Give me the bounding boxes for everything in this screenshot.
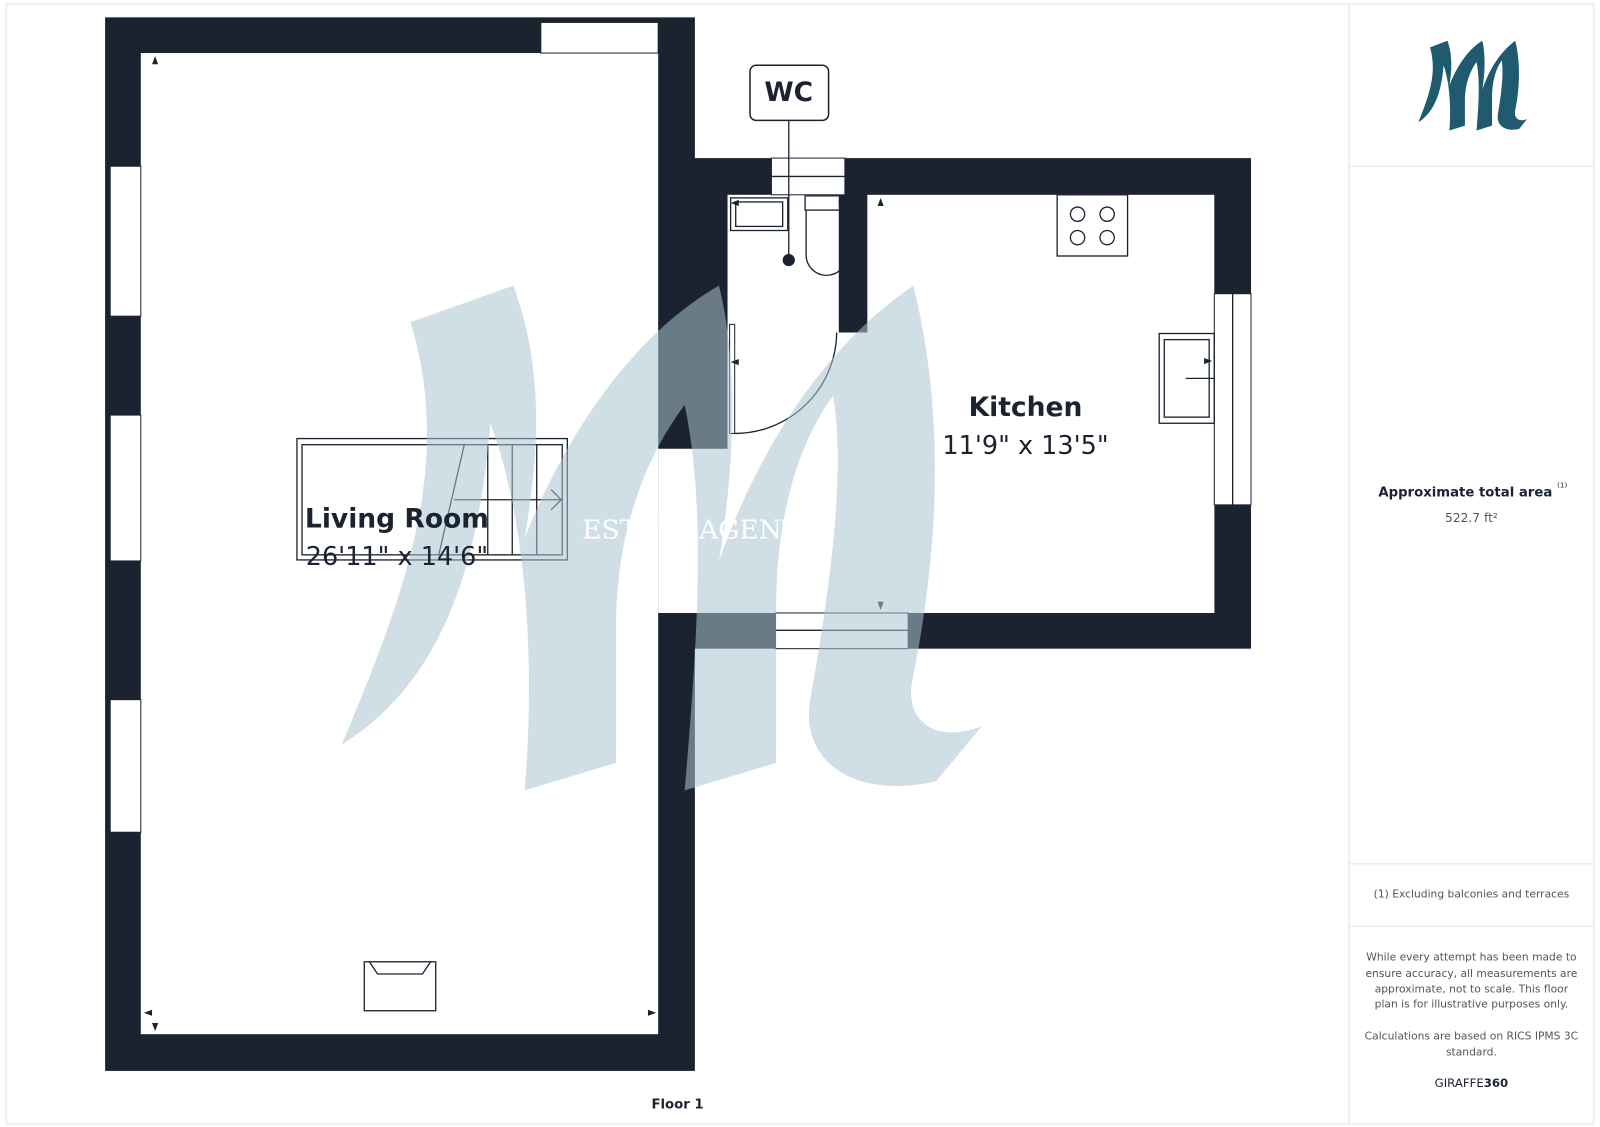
info-panel: Approximate total area (1) 522.7 ft² (1)… xyxy=(1348,4,1594,1124)
svg-text:While every attempt has been m: While every attempt has been made to xyxy=(1366,951,1576,964)
svg-text:WC: WC xyxy=(764,77,813,108)
toilet xyxy=(804,195,849,277)
svg-text:plan is for illustrative purpo: plan is for illustrative purposes only. xyxy=(1375,998,1569,1011)
hob xyxy=(1056,194,1129,257)
svg-text:Calculations are based on RICS: Calculations are based on RICS IPMS 3C xyxy=(1365,1029,1578,1042)
living-room-dimensions: 26'11" x 14'6" xyxy=(306,542,488,572)
svg-text:approximate, not to scale. Thi: approximate, not to scale. This floor xyxy=(1375,982,1569,995)
watermark-logo: ESTATE AGENTS xyxy=(341,285,982,791)
area-footnote-mark: (1) xyxy=(1557,481,1567,490)
living-room-name: Living Room xyxy=(305,503,489,534)
watermark-text: ESTATE AGENTS xyxy=(582,515,818,546)
floor-plan: ESTATE AGENTS Living Room 26'11" x 14'6"… xyxy=(105,17,1252,1113)
svg-text:standard.: standard. xyxy=(1446,1046,1497,1059)
kitchen-sink xyxy=(1158,332,1215,424)
wc-basin xyxy=(729,197,789,232)
footnote: (1) Excluding balconies and terraces xyxy=(1374,888,1570,901)
area-value: 522.7 ft² xyxy=(1445,511,1498,525)
kitchen-name: Kitchen xyxy=(969,392,1083,423)
wc-label: WC xyxy=(749,64,830,267)
floor-label: Floor 1 xyxy=(651,1098,703,1113)
kitchen-dimensions: 11'9" x 13'5" xyxy=(942,431,1108,461)
area-label: Approximate total area xyxy=(1378,486,1552,501)
svg-text:ensure accuracy, all measureme: ensure accuracy, all measurements are xyxy=(1365,967,1577,980)
brand-mark: GIRAFFE360 xyxy=(1435,1076,1509,1090)
fireplace xyxy=(363,961,437,1012)
disclaimer: While every attempt has been made to ens… xyxy=(1365,951,1578,1059)
